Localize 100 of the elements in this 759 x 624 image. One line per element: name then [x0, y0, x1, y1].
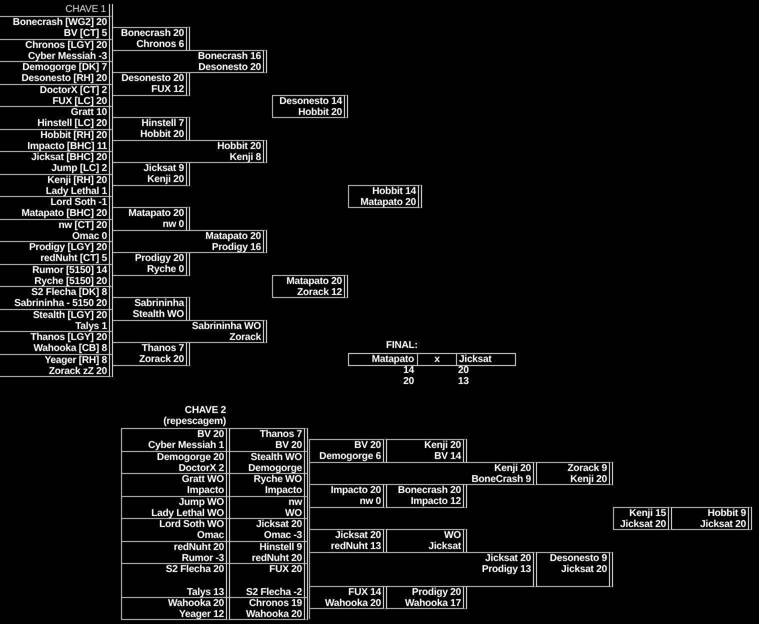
player-score: Jicksat 20: [561, 564, 607, 576]
player-score: Matapato 20: [128, 208, 184, 220]
match-box: [387, 529, 467, 553]
match-box: [121, 428, 230, 452]
match-box: [309, 529, 387, 553]
match-box: [121, 473, 230, 497]
player-score: S2 Flecha 20: [166, 564, 224, 576]
player-score: Jump WO: [178, 497, 224, 508]
player-score: Yeager [RH] 8: [44, 355, 107, 366]
match-box: [113, 27, 190, 51]
player-score: WO: [285, 508, 302, 520]
player-score: Hobbit 9: [708, 508, 746, 520]
player-score: Jicksat [BHC] 20: [31, 152, 107, 164]
final-table-cell: Matapato: [348, 353, 418, 366]
player-score: Rumor [5150] 14: [32, 265, 107, 276]
player-score: Jicksat 9: [144, 163, 184, 174]
player-score: Rumor -3: [182, 553, 224, 564]
match-box: [113, 162, 190, 186]
score-text: 20: [403, 376, 414, 387]
player-score: Zorack: [229, 332, 261, 344]
player-score: Stealth WO: [132, 309, 184, 320]
player-score: redNuht 13: [330, 541, 381, 552]
player-score: Zorack 12: [297, 287, 342, 298]
player-score: Wahooka [CB] 8: [34, 343, 107, 354]
player-score: nw 0: [162, 219, 184, 230]
player-score: Hobbit 20: [217, 141, 261, 152]
player-score: Impacto 12: [410, 496, 461, 508]
match-box: [387, 484, 467, 508]
match-box: [272, 275, 348, 298]
player-score: Chronos 19: [248, 598, 302, 610]
player-score: Prodigy 16: [212, 242, 261, 254]
player-score: FUX 20: [269, 564, 302, 576]
player-score: Ryche 0: [147, 264, 184, 276]
score-text: 14: [403, 365, 414, 376]
player-score: Desonesto 14: [279, 96, 342, 108]
player-score: Lady Lethal WO: [151, 508, 224, 520]
final-table-cell: Jicksat: [456, 353, 516, 366]
match-box: [121, 451, 230, 474]
player-score: Jicksat: [428, 541, 461, 552]
match-box: [230, 428, 308, 452]
match-box: [309, 586, 387, 609]
player-score: Jicksat 20: [256, 519, 302, 530]
player-score: Wahooka 20: [325, 598, 381, 610]
player-score: Stealth WO: [250, 452, 302, 464]
player-score: BV 14: [434, 451, 461, 462]
player-score: WO: [444, 530, 461, 542]
player-score: Cyber Messiah 1: [148, 440, 224, 452]
match-box: [121, 541, 230, 564]
player-score: Jump [LC] 2: [51, 163, 107, 174]
player-score: Jicksat 20: [485, 553, 531, 564]
match-box: [387, 586, 467, 609]
player-score: Desonesto [RH] 20: [21, 73, 107, 84]
player-score: Kenji 20: [570, 474, 607, 486]
match-box: [537, 462, 613, 485]
player-score: BV [CT] 5: [64, 28, 107, 40]
player-score: Prodigy 20: [412, 587, 461, 598]
player-score: Desonesto 20: [198, 62, 261, 74]
match-box: [230, 597, 308, 620]
player-score: Impacto [BHC] 11: [27, 141, 107, 152]
player-score: Demogorge 6: [319, 451, 381, 462]
player-score: Wahooka 20: [168, 598, 224, 610]
match-box: [113, 297, 190, 321]
player-score: nw 0: [360, 496, 381, 508]
player-score: Bonecrash [WG2] 20: [12, 17, 107, 28]
player-score: Zorack 20: [139, 354, 184, 366]
player-score: Jicksat 20: [620, 519, 666, 530]
player-score: Wahooka 20: [246, 609, 302, 620]
player-score: BV 20: [354, 440, 381, 452]
player-score: Gratt 10: [70, 107, 107, 118]
player-score: Impacto 20: [330, 485, 381, 496]
player-score: Bonecrash 20: [398, 485, 461, 496]
player-score: FUX 12: [151, 84, 184, 96]
player-score: Hobbit 20: [140, 129, 184, 140]
player-score: Impacto: [265, 485, 302, 496]
final-table-cell: x: [417, 353, 457, 366]
match-box: [0, 16, 113, 40]
match-box: [309, 439, 387, 463]
player-score: Chronos 6: [136, 39, 184, 50]
player-score: Desonesto 20: [121, 73, 184, 84]
player-score: Kenji 8: [230, 152, 261, 164]
player-score: FUX [LC] 20: [52, 96, 107, 108]
player-score: Zorack zZ 20: [48, 366, 107, 378]
player-score: nw [CT] 20: [58, 220, 107, 232]
player-score: DoctorX [CT] 2: [40, 85, 107, 96]
player-score: Hinstell [LC] 20: [37, 118, 107, 130]
match-box: [121, 563, 230, 598]
player-score: Wahooka 17: [405, 598, 461, 610]
player-score: Matapato 20: [360, 197, 416, 208]
player-score: Chronos [LGY] 20: [25, 40, 107, 52]
player-score: Demogorge [DK] 7: [22, 62, 107, 74]
player-score: Bonecrash 16: [198, 51, 261, 62]
player-score: Hinstell 9: [260, 542, 302, 554]
player-score: Ryche [5150] 20: [34, 276, 107, 288]
player-score: Lady Lethal 1: [46, 186, 107, 198]
match-box: [121, 518, 230, 542]
match-box: [672, 507, 752, 530]
match-box: [121, 496, 230, 519]
player-score: Prodigy 20: [134, 253, 184, 264]
player-score: Gratt WO: [182, 474, 224, 486]
bracket-heading: CHAVE 2: [184, 405, 226, 416]
